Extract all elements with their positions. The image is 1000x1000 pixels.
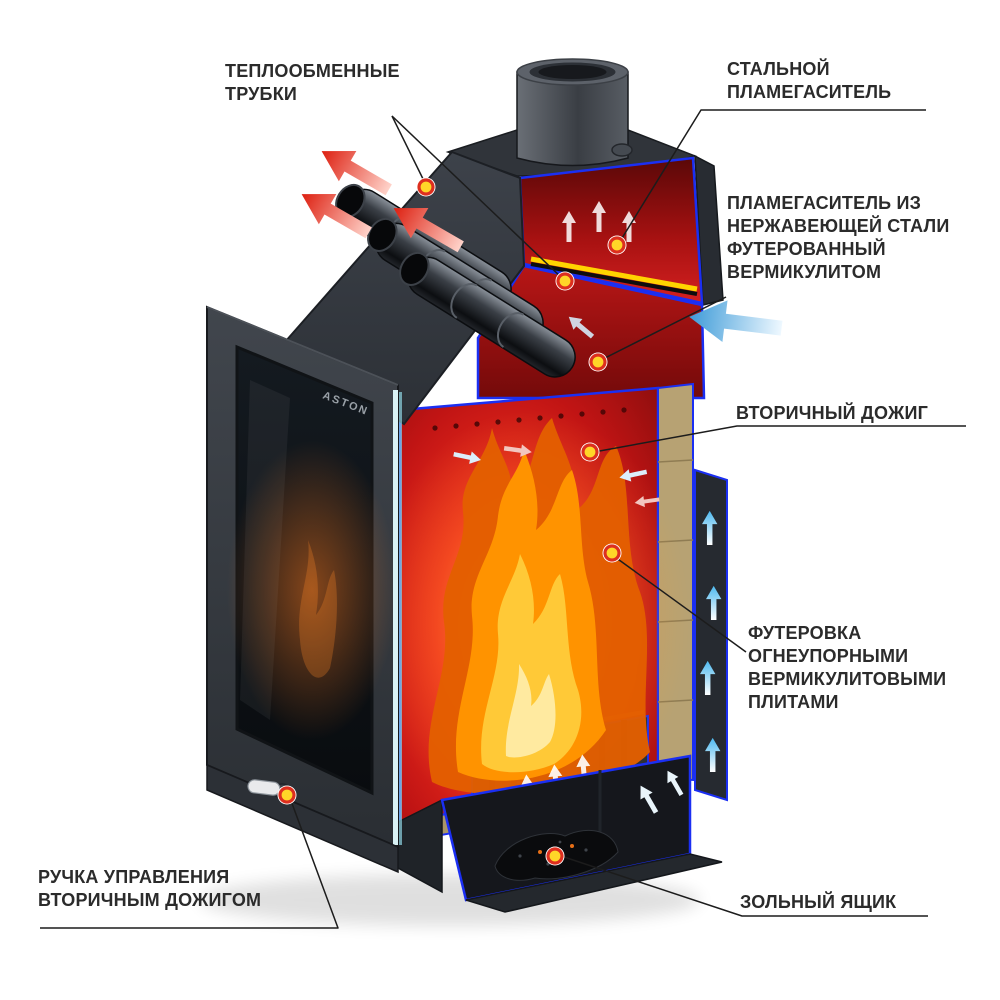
callout-dot xyxy=(545,846,565,866)
right-convection-panel xyxy=(694,468,728,802)
ash-box-section xyxy=(397,754,723,913)
glass-edge xyxy=(393,390,398,845)
chimney-sensor-stub xyxy=(611,143,633,157)
callout-dot xyxy=(555,271,575,291)
label-ash-box: ЗОЛЬНЫЙ ЯЩИК xyxy=(740,892,897,912)
leader-lines xyxy=(40,109,966,929)
front-door: ASTON xyxy=(206,305,402,874)
label-stainless-arrester: ПЛАМЕГАСИТЕЛЬ ИЗ НЕРЖАВЕЮЩЕЙ СТАЛИ ФУТЕР… xyxy=(727,193,950,283)
arrester-plate-shadow xyxy=(530,262,698,296)
chimney-pipe xyxy=(516,58,633,167)
callout-dot xyxy=(416,177,436,197)
callout-dot xyxy=(607,235,627,255)
callout-dot xyxy=(277,785,297,805)
label-vermiculite-lining: ФУТЕРОВКА ОГНЕУПОРНЫМИ ВЕРМИКУЛИТОВЫМИ П… xyxy=(748,623,947,713)
steel-arrester-plate xyxy=(530,256,698,292)
heat-exchange-section xyxy=(283,135,576,426)
label-secondary-afterburn: ВТОРИЧНЫЙ ДОЖИГ xyxy=(736,403,929,423)
callout-dot xyxy=(588,352,608,372)
label-steel-flame-arrester: СТАЛЬНОЙ ПЛАМЕГАСИТЕЛЬ xyxy=(727,59,892,103)
ash-specks xyxy=(518,840,588,866)
label-afterburn-handle: РУЧКА УПРАВЛЕНИЯ ВТОРИЧНЫМ ДОЖИГОМ xyxy=(38,867,262,911)
label-heat-exchange-tubes: ТЕПЛООБМЕННЫЕ ТРУБКИ xyxy=(225,61,400,105)
callout-dot xyxy=(602,543,622,563)
callout-dot xyxy=(580,442,600,462)
flame xyxy=(370,410,690,830)
callout-dots xyxy=(277,177,627,866)
